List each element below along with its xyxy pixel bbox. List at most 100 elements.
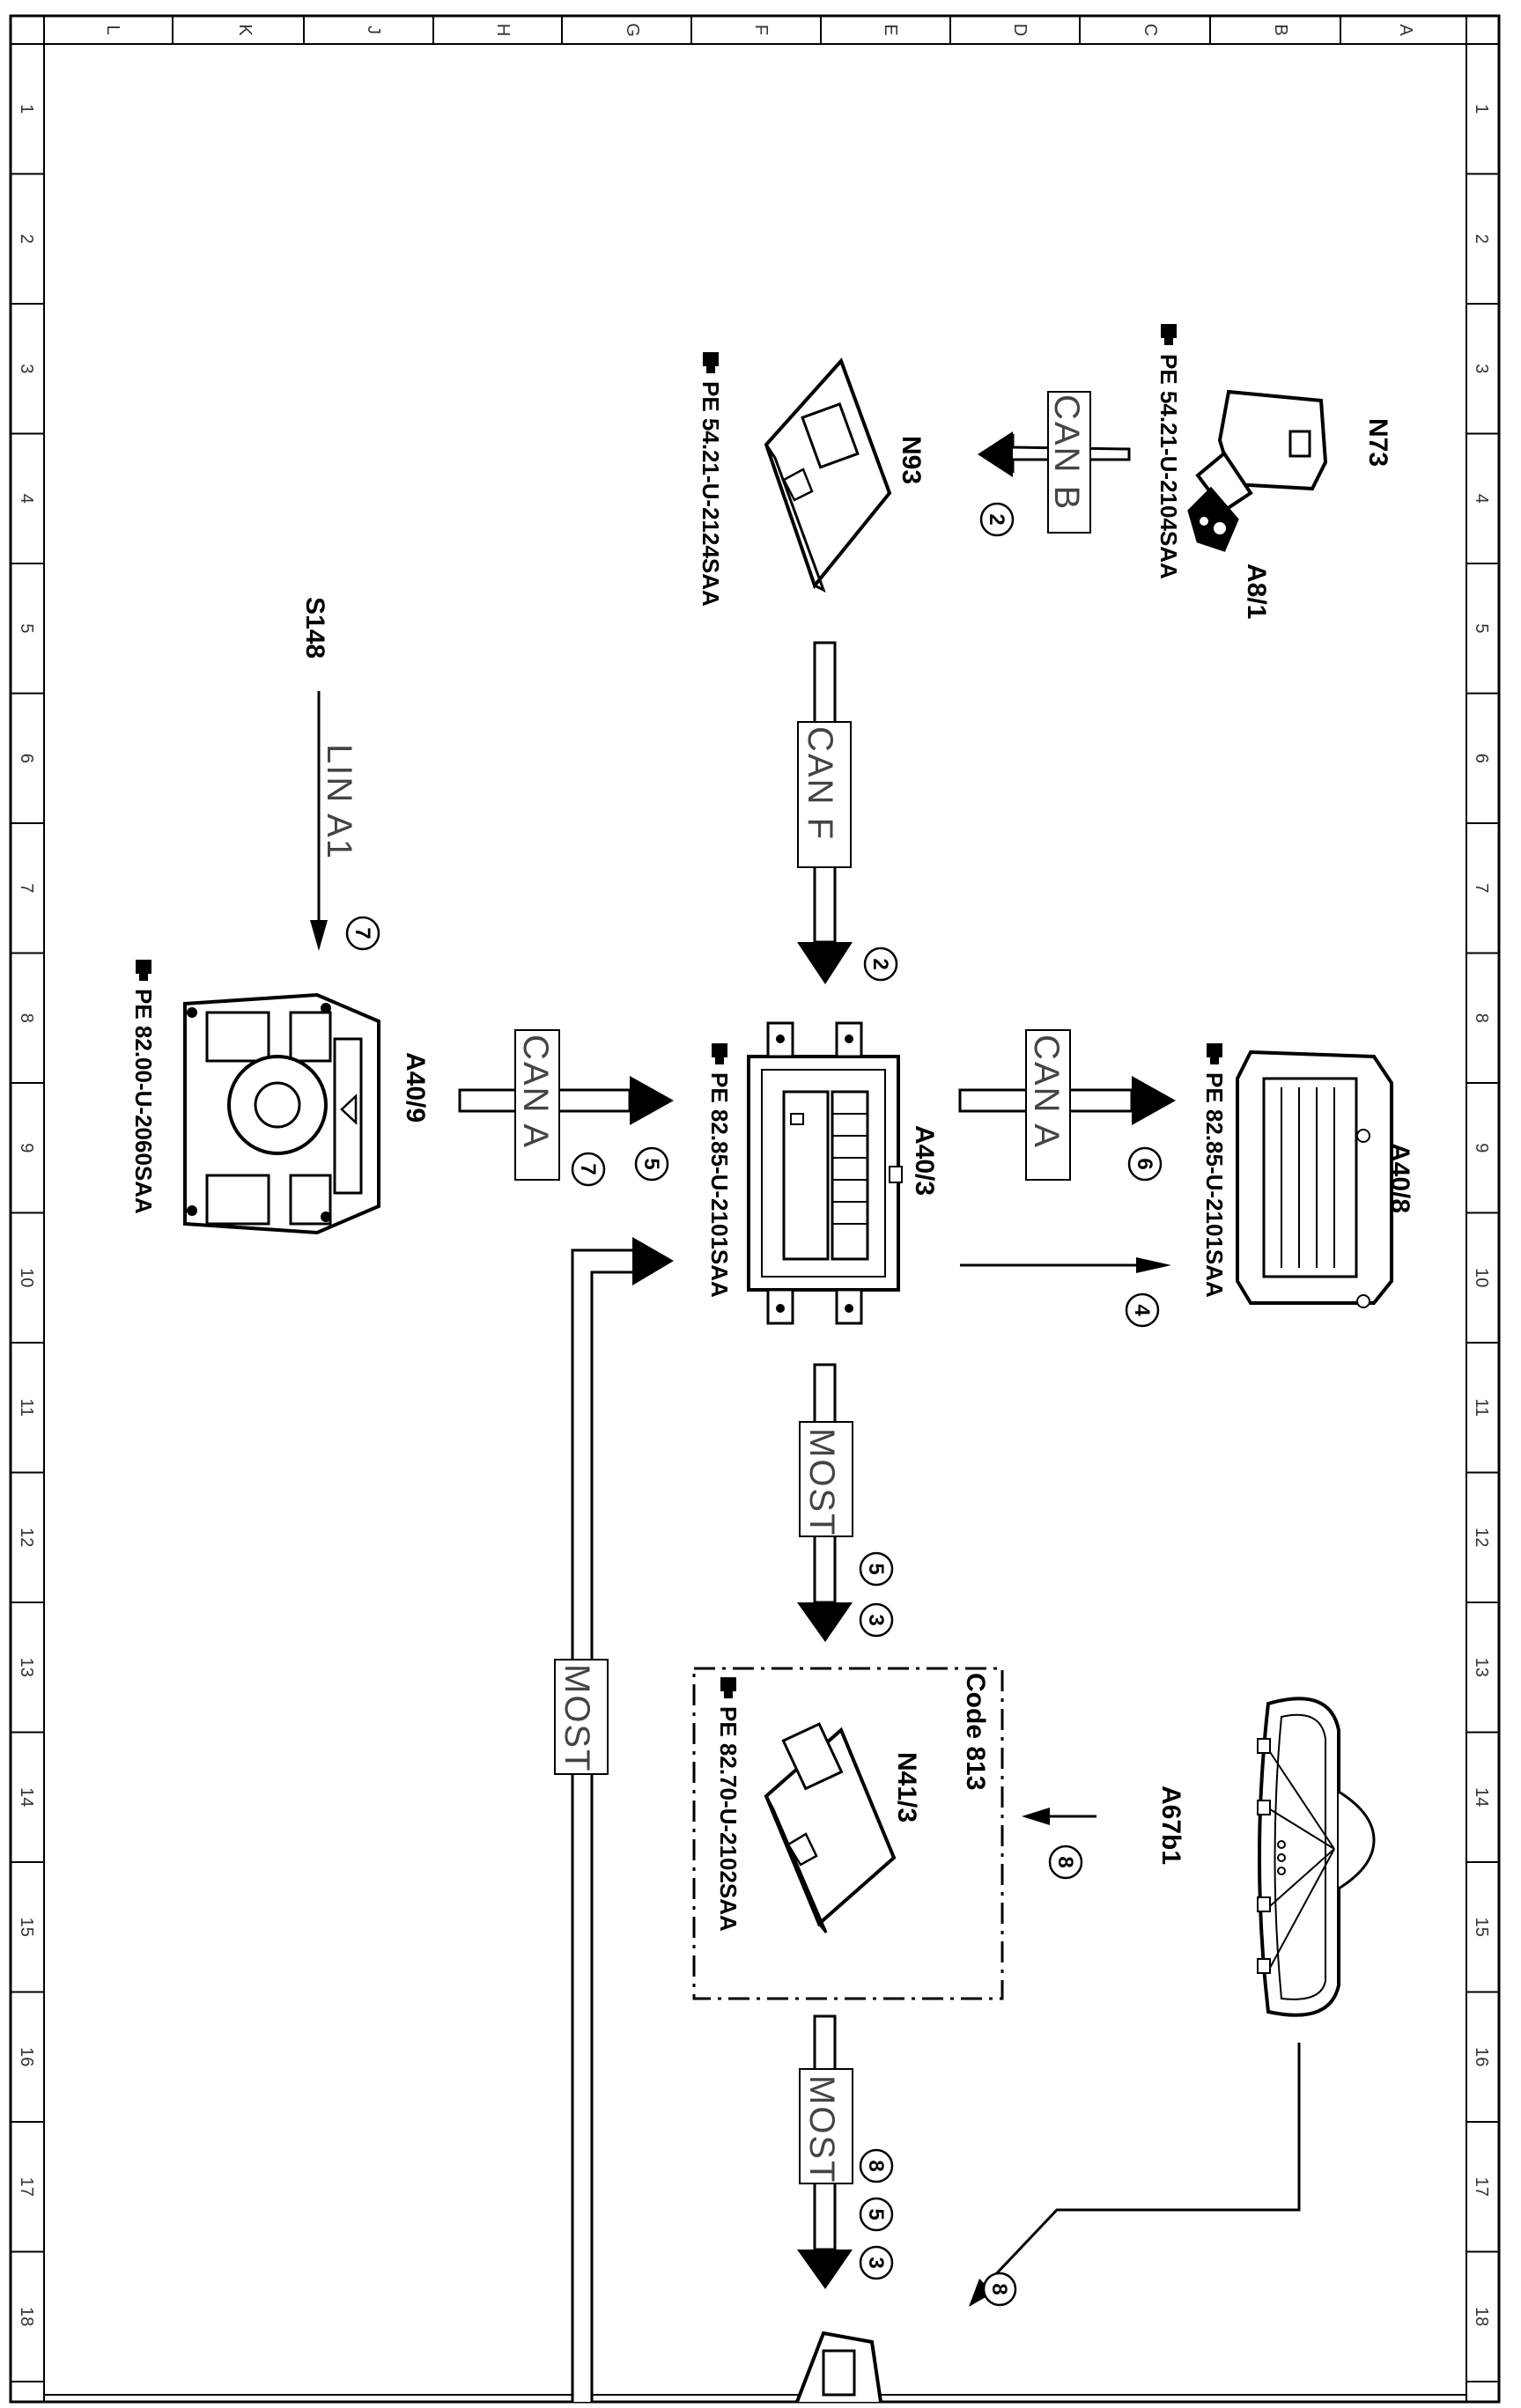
column-label: D xyxy=(1010,24,1030,36)
row-label: 6 xyxy=(1472,754,1491,763)
a40-3-control-unit-icon xyxy=(747,1021,903,1325)
column-label: A xyxy=(1396,24,1415,36)
most-n41-3-connection xyxy=(797,2014,853,2289)
row-label: 5 xyxy=(17,623,36,633)
a40-9-control-panel-icon xyxy=(183,992,380,1235)
column-label: H xyxy=(493,24,513,36)
a40-8-label: A40/8 xyxy=(1385,1143,1414,1213)
bottom-line-marker: 8 xyxy=(982,2272,1017,2307)
lin-marker: 7 xyxy=(345,916,380,951)
row-label: 9 xyxy=(17,1143,36,1152)
a40-8-reference: PE 82.85-U-2101SAA xyxy=(1201,1072,1228,1298)
row-label: 9 xyxy=(1472,1143,1491,1152)
row-label: 7 xyxy=(1472,883,1491,893)
n93-module-icon xyxy=(764,357,892,593)
row-label: 4 xyxy=(17,494,36,504)
row-label: 16 xyxy=(1472,2047,1491,2066)
n41-3-label: N41/3 xyxy=(892,1752,921,1823)
most-a40-3-bus-label: MOST xyxy=(802,1428,841,1537)
a67b1-label: A67b1 xyxy=(1156,1786,1185,1865)
row-label: 2 xyxy=(1472,234,1491,244)
most-a40-3-connection xyxy=(797,1363,853,1642)
a40-8-line-marker: 4 xyxy=(1125,1292,1160,1328)
svg-text:2: 2 xyxy=(985,513,1008,525)
row-label: 15 xyxy=(1472,1918,1491,1937)
a8-1-label: A8/1 xyxy=(1242,563,1271,619)
can-a-left-markers: 7 5 xyxy=(571,1146,669,1187)
s148-label: S148 xyxy=(300,597,329,659)
row-label: 3 xyxy=(1472,364,1491,373)
a40-9-reference: PE 82.00-U-2060SAA xyxy=(130,989,157,1214)
row-label: 3 xyxy=(17,364,36,373)
a40-3-label: A40/3 xyxy=(910,1125,939,1196)
svg-text:8: 8 xyxy=(987,2283,1011,2294)
column-label: G xyxy=(623,23,642,37)
row-label: 4 xyxy=(1472,494,1491,504)
row-label: 1 xyxy=(17,104,36,114)
row-label: 16 xyxy=(17,2047,36,2066)
lin-a1-connection xyxy=(310,691,328,951)
svg-text:5: 5 xyxy=(639,1158,663,1169)
code-813-label: Code 813 xyxy=(961,1673,990,1790)
column-label: B xyxy=(1271,24,1290,35)
column-label: F xyxy=(751,25,771,35)
most-long-bus-label: MOST xyxy=(557,1664,596,1773)
can-f-connection xyxy=(797,641,853,984)
row-label: 17 xyxy=(17,2177,36,2197)
row-label: 11 xyxy=(1472,1398,1491,1417)
column-label: J xyxy=(364,26,383,34)
code-813-boundary xyxy=(692,1667,1004,2000)
can-a-right-bus-label: CAN A xyxy=(1027,1035,1066,1149)
svg-text:3: 3 xyxy=(864,2257,888,2268)
row-label: 13 xyxy=(1472,1658,1491,1677)
row-label: 12 xyxy=(1472,1528,1491,1547)
row-label: 11 xyxy=(17,1398,36,1417)
a8-1-reference: PE 54.21-U-2104SAA xyxy=(1156,354,1182,579)
svg-text:6: 6 xyxy=(1133,1158,1156,1169)
n41-3-module-icon xyxy=(764,1722,897,1933)
row-label: 15 xyxy=(17,1918,36,1937)
bottom-right-connection xyxy=(969,2043,1301,2307)
can-b-bus-label: CAN B xyxy=(1047,394,1086,511)
pointing-hand-book-icon xyxy=(703,352,719,373)
pointing-hand-book-icon xyxy=(136,960,151,981)
svg-text:7: 7 xyxy=(576,1163,600,1175)
a67b1-connection xyxy=(1022,1808,1096,1825)
can-f-marker: 2 xyxy=(863,946,898,982)
pointing-hand-book-icon xyxy=(720,1677,736,1698)
row-label: 14 xyxy=(1472,1787,1491,1807)
row-label: 1 xyxy=(1472,104,1491,114)
a40-9-label: A40/9 xyxy=(401,1052,430,1123)
n41-3-reference: PE 82.70-U-2102SAA xyxy=(715,1706,742,1932)
row-label: 8 xyxy=(1472,1013,1491,1023)
pointing-hand-book-icon xyxy=(1207,1043,1222,1064)
most-long-connection xyxy=(554,1237,674,2402)
most-a40-3-markers: 5 3 xyxy=(859,1551,894,1638)
can-a-right-marker: 6 xyxy=(1127,1146,1163,1182)
lin-a1-bus-label: LIN A1 xyxy=(320,744,358,860)
n73-label: N73 xyxy=(1363,418,1392,467)
svg-text:4: 4 xyxy=(1130,1304,1154,1316)
a67b1-camera-icon xyxy=(1257,1697,1376,2017)
can-a-right-connection xyxy=(958,1029,1176,1181)
n93-reference: PE 54.21-U-2124SAA xyxy=(698,381,724,607)
pointing-hand-book-icon xyxy=(712,1043,727,1064)
svg-text:8: 8 xyxy=(864,2160,888,2171)
row-label: 14 xyxy=(17,1787,36,1807)
svg-text:5: 5 xyxy=(864,1563,888,1574)
svg-text:3: 3 xyxy=(864,1614,888,1625)
a40-8-display-icon xyxy=(1236,1049,1393,1308)
row-label: 13 xyxy=(17,1658,36,1677)
svg-text:7: 7 xyxy=(351,927,374,939)
svg-text:8: 8 xyxy=(1053,1856,1077,1867)
row-label: 7 xyxy=(17,883,36,893)
row-label: 18 xyxy=(1472,2307,1491,2326)
svg-text:5: 5 xyxy=(864,2208,888,2220)
row-label: 17 xyxy=(1472,2177,1491,2197)
most-n41-3-bus-label: MOST xyxy=(802,2075,841,2184)
n93-label: N93 xyxy=(897,436,926,484)
row-label: 6 xyxy=(17,754,36,763)
partial-component-icon xyxy=(795,2331,882,2403)
a40-8-thin-connection xyxy=(960,1257,1171,1273)
